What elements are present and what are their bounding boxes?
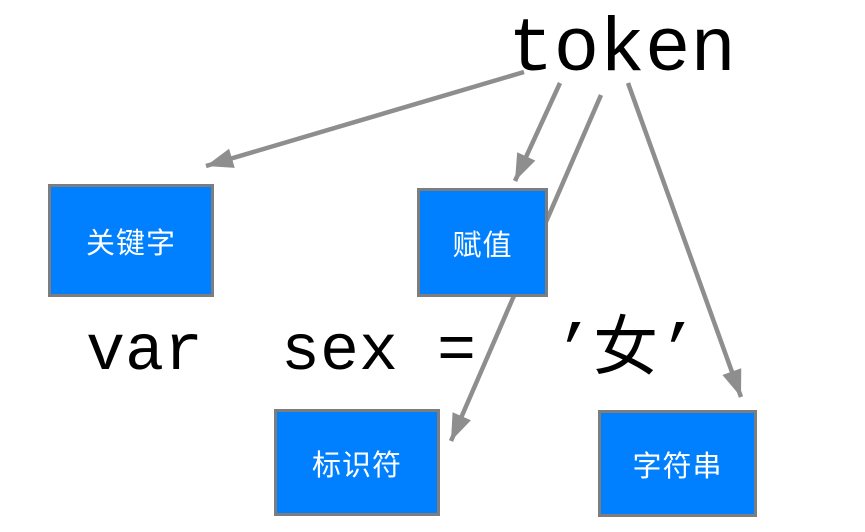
identifier-box-label: 标识符 <box>311 449 402 482</box>
arrow-token-to-string <box>625 82 744 398</box>
keyword-box-label: 关键字 <box>85 227 176 260</box>
assignment-box-label: 赋值 <box>452 229 513 262</box>
string-box: 字符串 <box>598 410 757 517</box>
keyword-box: 关键字 <box>48 184 214 297</box>
arrow-token-to-keyword <box>205 69 525 169</box>
arrow-token-to-assignment <box>512 82 563 182</box>
root-token-label: token <box>508 7 737 93</box>
string-box-label: 字符串 <box>632 450 723 483</box>
assignment-box: 赋值 <box>417 188 548 297</box>
identifier-box: 标识符 <box>274 409 440 516</box>
code-line: var sex = ’女’ <box>86 315 698 389</box>
